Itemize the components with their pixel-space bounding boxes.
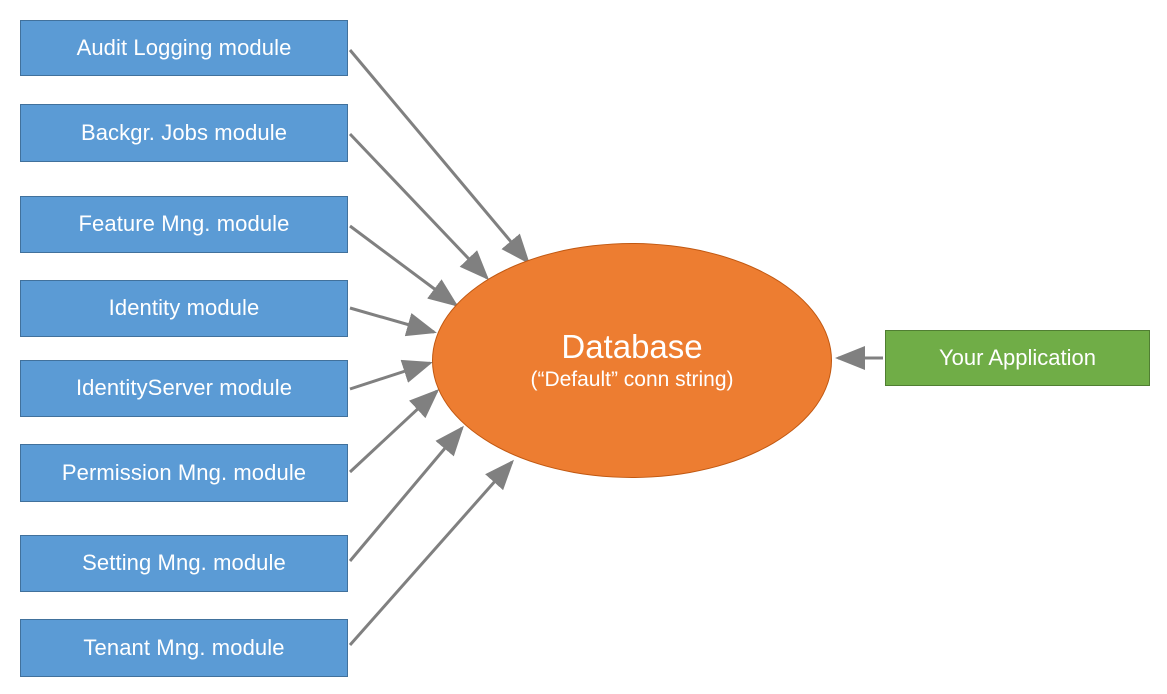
module-box-background-jobs[interactable]: Backgr. Jobs module [20, 104, 348, 162]
module-label: Tenant Mng. module [83, 634, 285, 660]
database-subtitle: (“Default” conn string) [530, 368, 734, 392]
module-label: Backgr. Jobs module [80, 119, 288, 145]
connector-arrow [348, 459, 514, 646]
application-box[interactable]: Your Application [885, 330, 1150, 386]
module-label: Identity module [108, 295, 260, 321]
module-box-setting-management[interactable]: Setting Mng. module [20, 535, 348, 592]
module-label: Audit Logging module [76, 34, 292, 60]
module-label: Feature Mng. module [78, 211, 290, 237]
edge-group [348, 49, 883, 646]
connector-arrow [348, 388, 440, 474]
module-box-audit-logging[interactable]: Audit Logging module [20, 20, 348, 76]
module-box-identityserver[interactable]: IdentityServer module [20, 360, 348, 417]
module-label: Setting Mng. module [82, 550, 286, 576]
database-title: Database [561, 328, 703, 366]
module-box-tenant-management[interactable]: Tenant Mng. module [20, 619, 348, 677]
connector-arrow [349, 359, 433, 391]
module-box-identity[interactable]: Identity module [20, 280, 348, 337]
module-label: IdentityServer module [75, 375, 293, 401]
connector-arrow [349, 224, 459, 307]
module-box-permission-management[interactable]: Permission Mng. module [20, 444, 348, 502]
connector-arrow [348, 132, 490, 281]
connector-arrow [349, 306, 437, 337]
module-label: Permission Mng. module [61, 459, 307, 485]
application-label: Your Application [939, 344, 1096, 370]
database-ellipse[interactable]: Database (“Default” conn string) [432, 243, 832, 478]
module-box-feature-management[interactable]: Feature Mng. module [20, 196, 348, 253]
connector-arrow [348, 425, 464, 562]
connector-arrow [348, 49, 530, 265]
